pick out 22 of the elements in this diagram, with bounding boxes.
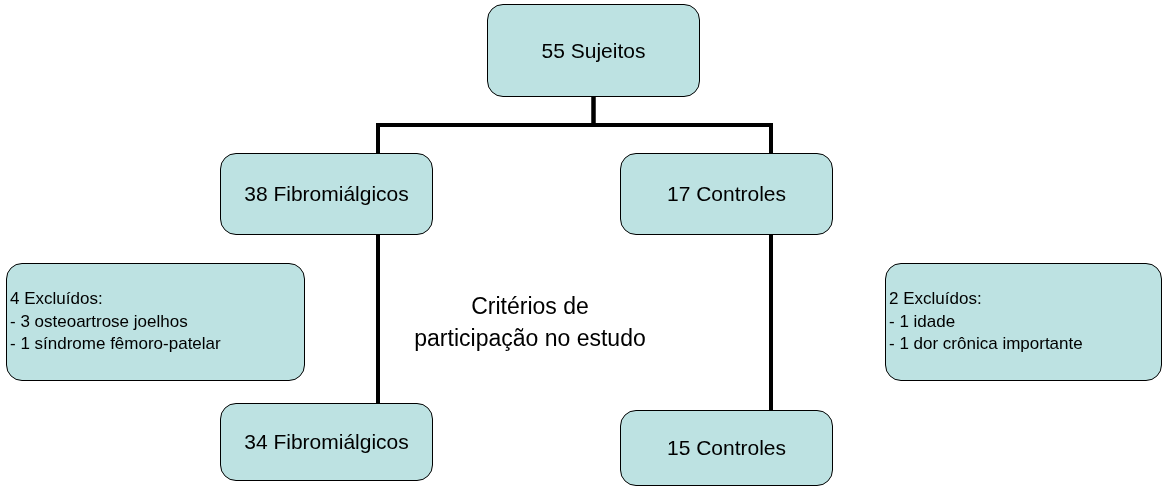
box-text: - 1 dor crônica importante — [889, 333, 1083, 356]
process-box — [620, 153, 833, 235]
box-text: 38 Fibromiálgicos — [244, 182, 409, 206]
box-text: 17 Controles — [666, 182, 787, 206]
box-text: - 1 idade — [889, 310, 956, 333]
box-text: 55 Sujeitos — [541, 38, 646, 63]
box-text: 2 Excluídos: — [889, 287, 982, 310]
box-text: 34 Fibromiálgicos — [244, 430, 409, 454]
box-text: - 3 osteoartrose joelhos — [10, 310, 188, 333]
process-box — [220, 153, 433, 235]
box-text: 15 Controles — [666, 436, 787, 460]
process-box — [620, 410, 833, 486]
annotation-text: Critérios de participação no estudo — [413, 292, 647, 354]
box-text: - 1 síndrome fêmoro-patelar — [10, 333, 221, 356]
connector-line — [376, 235, 380, 403]
box-text: 4 Excluídos: — [10, 287, 103, 310]
process-box — [487, 4, 700, 97]
note-box — [6, 263, 305, 381]
process-box — [220, 403, 433, 481]
connector-line — [591, 97, 773, 153]
note-box — [885, 263, 1162, 381]
connector-line — [769, 235, 773, 410]
